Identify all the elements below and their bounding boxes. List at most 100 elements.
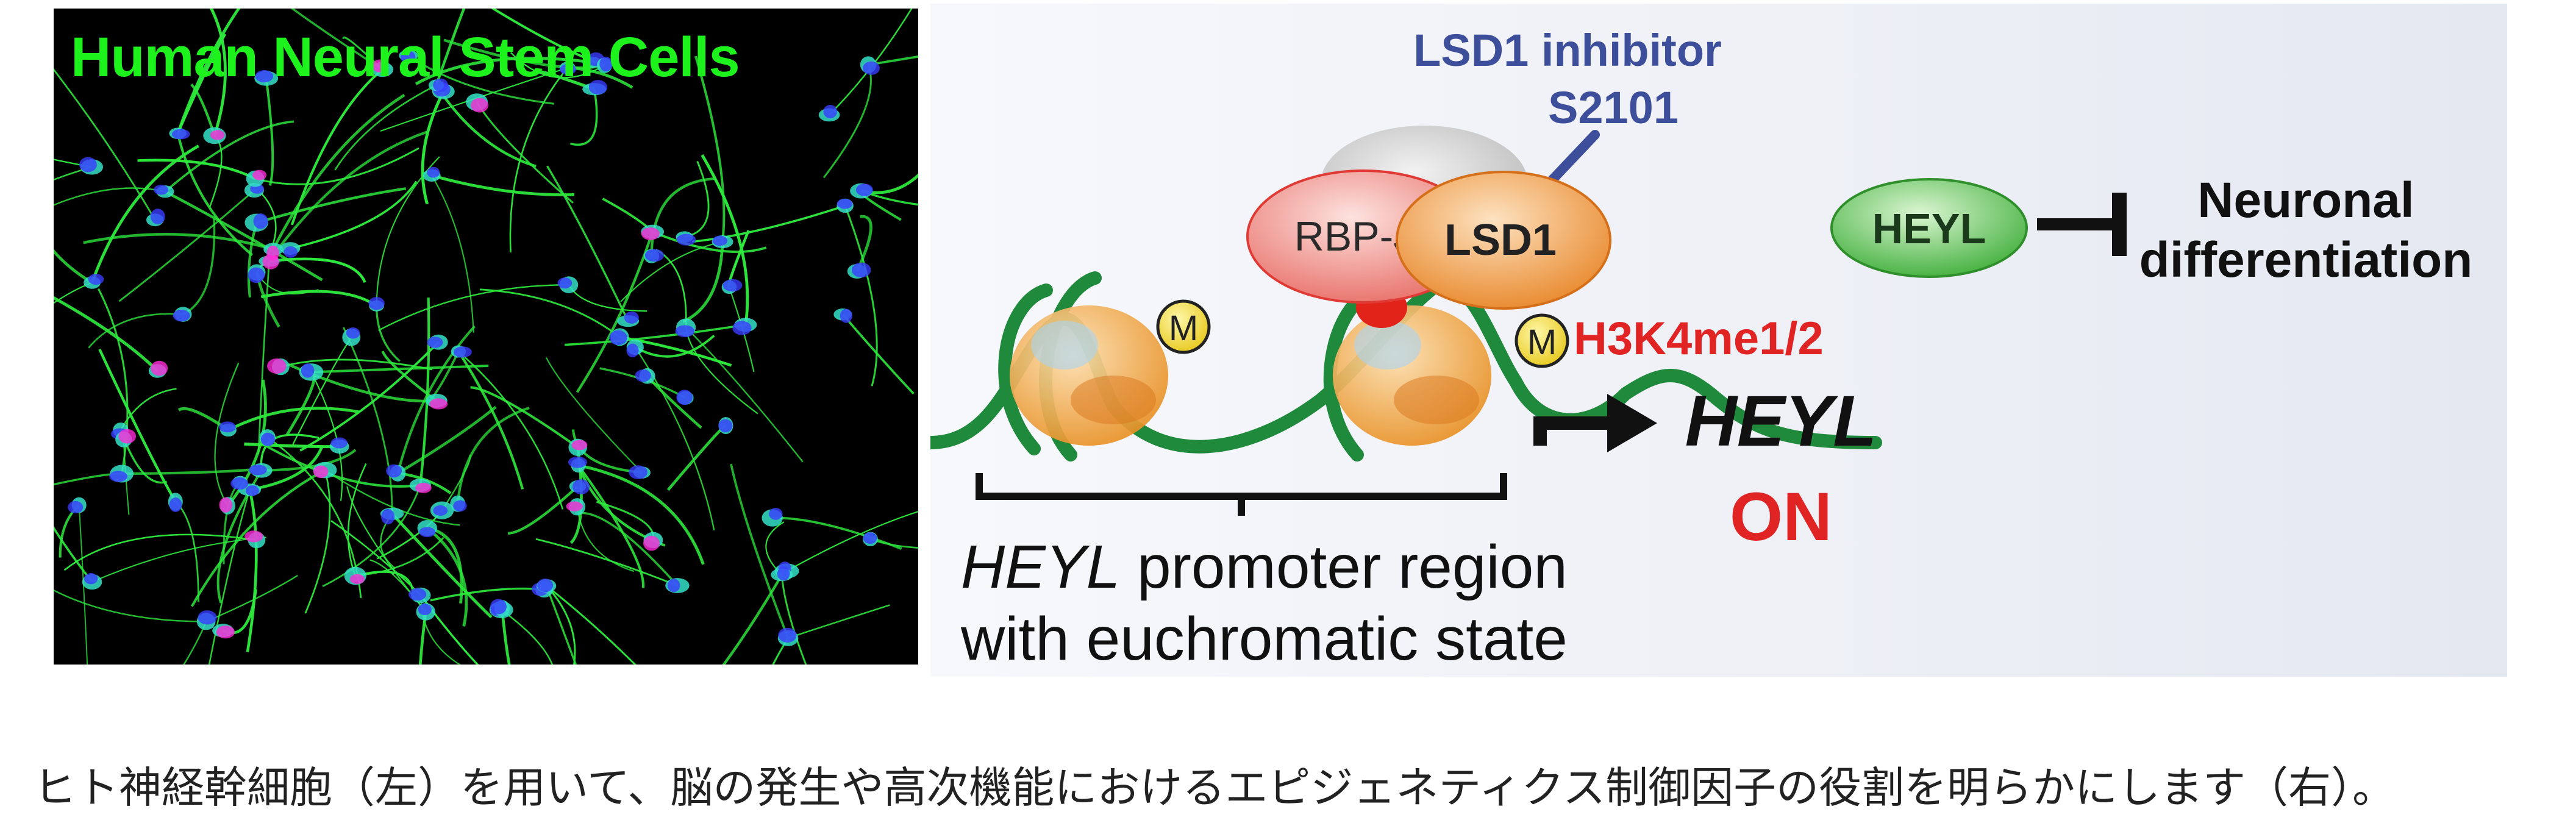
neurite xyxy=(214,362,240,507)
cell-nucleus xyxy=(427,166,440,178)
neurite xyxy=(568,284,648,312)
gene-label: HEYL xyxy=(1685,381,1877,462)
cell-nucleus xyxy=(609,330,627,346)
neurite xyxy=(694,55,726,242)
neurite xyxy=(54,282,93,304)
cell-nucleus xyxy=(571,440,588,451)
cell-nucleus xyxy=(675,325,695,338)
neurite xyxy=(260,290,377,307)
cell-nucleus xyxy=(635,369,651,382)
cell-nucleus xyxy=(68,501,84,514)
neurite xyxy=(652,230,767,253)
cell-nucleus xyxy=(629,465,648,479)
nucleosome-right xyxy=(1333,305,1491,446)
cell-nucleus xyxy=(599,56,613,72)
neurite xyxy=(788,604,890,639)
cell-nucleus xyxy=(346,327,360,339)
cell-nucleus xyxy=(722,279,743,292)
neurite xyxy=(247,222,258,298)
neurite xyxy=(501,609,553,665)
neurite xyxy=(269,257,366,283)
cell-nucleus xyxy=(418,604,432,616)
neurite xyxy=(772,637,789,665)
neurite xyxy=(685,327,758,415)
neurite xyxy=(666,424,727,491)
cell-nucleus xyxy=(248,267,265,283)
neurite xyxy=(63,533,257,571)
cell-nucleus xyxy=(245,485,259,496)
cell-nucleus xyxy=(667,579,680,593)
neurite xyxy=(290,180,418,250)
neurite xyxy=(346,486,427,613)
neurite xyxy=(546,585,576,665)
cell-nucleus xyxy=(151,360,168,376)
heyl-inhibition-bar xyxy=(2037,193,2127,256)
neurite xyxy=(539,70,595,91)
cell-nucleus xyxy=(349,574,365,585)
neurite xyxy=(576,231,654,393)
neurite xyxy=(280,358,433,371)
nucleosome-left xyxy=(1010,305,1168,446)
neurite xyxy=(435,84,537,168)
lsd1-protein xyxy=(1396,171,1611,310)
cell-nucleus xyxy=(284,246,298,258)
neurite xyxy=(176,9,241,134)
neurite xyxy=(91,536,266,583)
promoter-label-line1: HEYL promoter region xyxy=(961,533,1568,601)
neurite xyxy=(787,510,918,572)
cell-nucleus xyxy=(537,579,553,593)
neurite xyxy=(829,9,913,116)
cell-nucleus xyxy=(150,208,165,224)
methyl-mark-right: M xyxy=(1515,313,1569,368)
cell-nucleus xyxy=(330,437,348,449)
cell-nucleus xyxy=(557,277,573,289)
transcription-start-arrow xyxy=(1533,394,1657,452)
cell-nucleus xyxy=(433,505,448,516)
neurite xyxy=(285,371,316,436)
cell-nucleus xyxy=(626,343,639,358)
cell-nucleus xyxy=(712,235,727,246)
neurite xyxy=(209,9,227,137)
cell-nucleus xyxy=(644,249,665,262)
neurite xyxy=(730,463,790,639)
neurite xyxy=(722,574,783,665)
neurite xyxy=(176,33,227,134)
cell-nucleus xyxy=(255,70,274,83)
neurite xyxy=(546,585,637,665)
neurite xyxy=(419,297,430,486)
neurite xyxy=(458,351,564,510)
neurite xyxy=(290,9,384,71)
neurite xyxy=(182,218,216,316)
heyl-protein xyxy=(1830,178,2028,278)
neurite xyxy=(701,154,749,326)
neurite xyxy=(868,55,918,66)
neurite xyxy=(545,585,577,665)
neurite xyxy=(249,446,324,491)
cell-nucleus xyxy=(253,213,268,229)
svg-text:M: M xyxy=(1169,308,1198,348)
neurite xyxy=(572,429,643,474)
cell-nucleus xyxy=(198,610,217,625)
neurite xyxy=(546,165,629,322)
cell-nucleus xyxy=(572,479,590,494)
neurite xyxy=(164,120,294,193)
neurite xyxy=(646,375,702,429)
neurite xyxy=(535,538,678,586)
neurite xyxy=(246,489,258,652)
cell-nucleus xyxy=(118,429,137,444)
neurite xyxy=(578,463,705,565)
neurite xyxy=(456,407,530,504)
cell-nucleus xyxy=(732,321,752,335)
neurite xyxy=(83,233,274,251)
cell-nucleus xyxy=(851,262,871,278)
lsd1-mechanism-diagram: LSD1 inhibitor S2101 RBP-J L xyxy=(930,4,2507,677)
cell-nucleus xyxy=(490,599,507,615)
cell-nucleus xyxy=(172,129,190,140)
neurite xyxy=(507,485,579,535)
neurite xyxy=(355,571,415,594)
neurite xyxy=(427,526,463,604)
neurite xyxy=(54,249,93,284)
neurite xyxy=(431,174,574,196)
neurite xyxy=(860,173,918,194)
cell-nucleus xyxy=(769,507,783,520)
